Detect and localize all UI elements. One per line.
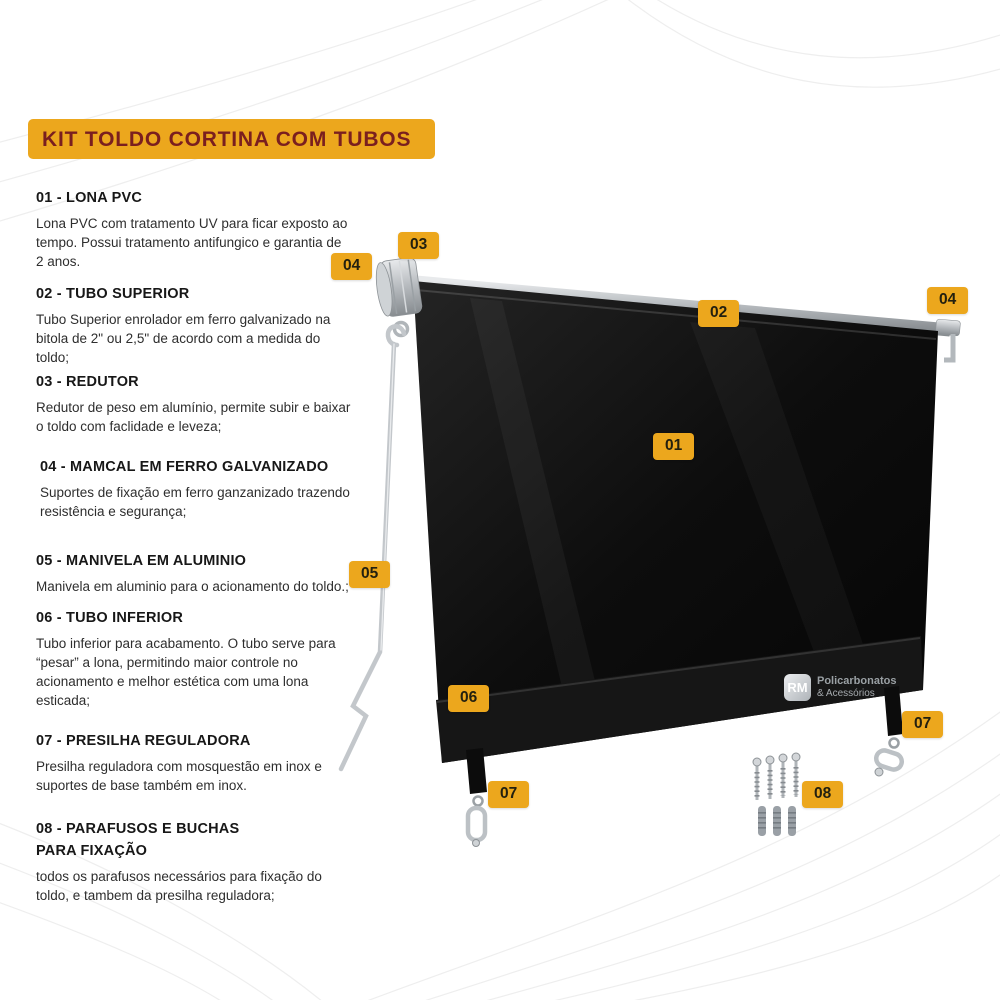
part-label-08: 08 (802, 781, 844, 808)
part-section-03: 03 - REDUTOR Redutor de peso em alumínio… (36, 374, 352, 436)
screws-anchors-icon (752, 752, 801, 836)
left-strap-hook-icon (465, 748, 488, 847)
part-description-06: Tubo inferior para acabamento. O tubo se… (36, 636, 336, 709)
part-heading-02: 02 - TUBO SUPERIOR (36, 286, 190, 302)
part-description-02: Tubo Superior enrolador em ferro galvani… (36, 312, 331, 366)
page-title: KIT TOLDO CORTINA COM TUBOS (28, 119, 436, 159)
brand-watermark: RM Policarbonatos & Acessórios (784, 674, 896, 701)
part-label-01: 01 (653, 433, 695, 460)
reducer-roller-icon (375, 257, 423, 338)
part-label-05: 05 (349, 561, 391, 588)
part-heading-01: 01 - LONA PVC (36, 190, 142, 206)
part-label-07-right: 07 (902, 711, 944, 738)
part-label-03: 03 (398, 232, 440, 259)
brand-logo: RM (784, 674, 811, 701)
part-label-02: 02 (698, 300, 740, 327)
part-section-08: 08 - PARAFUSOS E BUCHAS PARA FIXAÇÃO tod… (36, 818, 352, 905)
part-heading-04: 04 - MAMCAL EM FERRO GALVANIZADO (40, 459, 329, 475)
brand-subtitle: & Acessórios (817, 688, 875, 700)
part-description-05: Manivela em aluminio para o acionamento … (36, 579, 349, 594)
crank-handle-icon (338, 324, 407, 772)
pvc-canvas-icon (413, 281, 938, 763)
part-section-02: 02 - TUBO SUPERIOR Tubo Superior enrolad… (36, 286, 352, 367)
part-description-01: Lona PVC com tratamento UV para ficar ex… (36, 216, 348, 270)
brand-name: Policarbonatos (817, 675, 897, 688)
part-section-05: 05 - MANIVELA EM ALUMINIO Manivela em al… (36, 553, 352, 596)
part-section-04: 04 - MAMCAL EM FERRO GALVANIZADO Suporte… (40, 459, 352, 521)
part-heading-07: 07 - PRESILHA REGULADORA (36, 733, 251, 749)
part-label-07-left: 07 (488, 781, 530, 808)
part-label-04-left: 04 (331, 253, 373, 280)
part-description-08: todos os parafusos necessários para fixa… (36, 868, 322, 904)
part-description-04: Suportes de fixação em ferro ganzanizado… (40, 485, 350, 520)
part-heading-06: 06 - TUBO INFERIOR (36, 610, 183, 626)
part-section-07: 07 - PRESILHA REGULADORA Presilha regula… (36, 733, 352, 795)
part-heading-05: 05 - MANIVELA EM ALUMINIO (36, 553, 247, 569)
part-section-06: 06 - TUBO INFERIOR Tubo inferior para ac… (36, 610, 352, 711)
part-description-03: Redutor de peso em alumínio, permite sub… (36, 400, 351, 435)
part-description-07: Presilha reguladora com mosquestão em in… (36, 759, 322, 794)
part-heading-08: 08 - PARAFUSOS E BUCHAS PARA FIXAÇÃO (36, 821, 240, 860)
part-heading-03: 03 - REDUTOR (36, 374, 139, 390)
part-section-01: 01 - LONA PVC Lona PVC com tratamento UV… (36, 190, 352, 271)
part-label-04-right: 04 (927, 287, 969, 314)
part-label-06: 06 (448, 685, 490, 712)
brand-text: Policarbonatos & Acessórios (817, 675, 896, 699)
right-strap-hook-icon (873, 686, 905, 777)
